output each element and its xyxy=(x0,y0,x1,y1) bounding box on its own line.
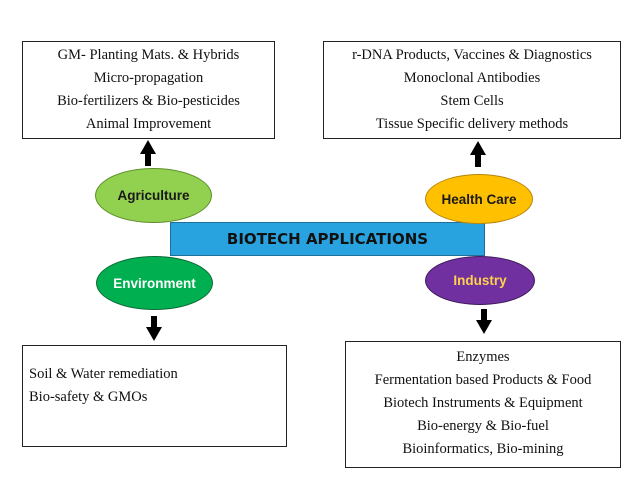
environment-item: Bio-safety & GMOs xyxy=(29,389,148,405)
agriculture-item: Micro-propagation xyxy=(93,70,204,86)
arrow-down-environment xyxy=(146,316,162,341)
health-care-item: Tissue Specific delivery methods xyxy=(375,116,569,132)
health-care-item: r-DNA Products, Vaccines & Diagnostics xyxy=(352,47,592,63)
health-care-item: Monoclonal Antibodies xyxy=(403,70,541,86)
health-care-oval: Health Care xyxy=(425,174,533,224)
health-care-applications-box: r-DNA Products, Vaccines & Diagnostics M… xyxy=(323,41,621,139)
environment-applications-box: Soil & Water remediation Bio-safety & GM… xyxy=(22,345,287,447)
environment-label: Environment xyxy=(113,275,196,291)
environment-oval: Environment xyxy=(96,256,213,310)
industry-item: Enzymes xyxy=(456,349,510,365)
agriculture-item: Bio-fertilizers & Bio-pesticides xyxy=(57,93,240,109)
arrow-up-health-care xyxy=(470,141,486,167)
agriculture-oval: Agriculture xyxy=(95,168,212,223)
health-care-item: Stem Cells xyxy=(440,93,504,109)
agriculture-item: GM- Planting Mats. & Hybrids xyxy=(57,47,240,63)
agriculture-label: Agriculture xyxy=(117,188,190,203)
biotech-applications-banner: BIOTECH APPLICATIONS xyxy=(170,222,485,256)
industry-oval: Industry xyxy=(425,256,535,305)
industry-item: Biotech Instruments & Equipment xyxy=(383,395,583,411)
health-care-label: Health Care xyxy=(441,191,517,207)
banner-title: BIOTECH APPLICATIONS xyxy=(226,230,429,248)
agriculture-item: Animal Improvement xyxy=(85,116,212,132)
industry-label: Industry xyxy=(453,273,507,288)
arrow-up-agriculture xyxy=(140,140,156,166)
environment-item: Soil & Water remediation xyxy=(29,366,178,382)
industry-item: Fermentation based Products & Food xyxy=(374,372,592,388)
agriculture-applications-box: GM- Planting Mats. & Hybrids Micro-propa… xyxy=(22,41,275,139)
industry-item: Bioinformatics, Bio-mining xyxy=(402,441,564,457)
industry-item: Bio-energy & Bio-fuel xyxy=(417,418,549,434)
industry-applications-box: Enzymes Fermentation based Products & Fo… xyxy=(345,341,621,468)
arrow-down-industry xyxy=(476,309,492,334)
